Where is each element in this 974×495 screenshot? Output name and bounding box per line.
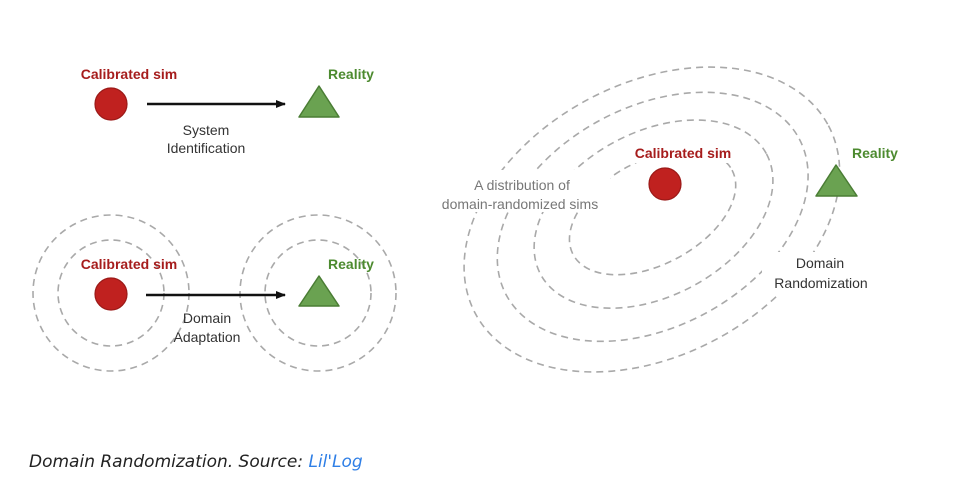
reality-label-background xyxy=(842,142,908,162)
calibrated-sim-label: Calibrated sim xyxy=(81,256,177,272)
sim-label-background xyxy=(622,143,746,163)
distribution-label-line2: domain-randomized sims xyxy=(442,196,598,212)
panel-domain-adaptation: Calibrated sim Reality Domain Adaptation xyxy=(32,214,397,372)
reality-triangle-icon xyxy=(298,275,340,307)
diagram-canvas: Calibrated sim Reality System Identifica… xyxy=(32,66,908,373)
method-label-line2: Randomization xyxy=(774,275,867,291)
panel-system-identification: Calibrated sim Reality System Identifica… xyxy=(81,66,374,156)
sim-inner-ring xyxy=(57,239,165,347)
distribution-label-line1: A distribution of xyxy=(474,177,570,193)
distribution-ring-3 xyxy=(496,91,809,343)
distribution-label-background xyxy=(440,170,610,212)
reality-label: Reality xyxy=(328,256,374,272)
caption-text: Domain Randomization. Source: xyxy=(29,452,309,472)
reality-label: Reality xyxy=(852,145,898,161)
arrow-label-line2: Adaptation xyxy=(174,329,241,345)
source-link[interactable]: Lil'Log xyxy=(308,452,363,472)
arrow-label-line1: Domain xyxy=(183,310,231,326)
reality-label: Reality xyxy=(328,66,374,82)
calibrated-sim-dot-icon xyxy=(94,277,128,311)
reality-outer-ring xyxy=(239,214,397,372)
calibrated-sim-dot-icon xyxy=(94,87,128,121)
reality-triangle-icon xyxy=(298,85,340,118)
arrow-label-line1: System xyxy=(183,122,230,138)
distribution-ring-1 xyxy=(568,149,737,276)
distribution-ring-2 xyxy=(533,119,774,310)
reality-triangle-icon xyxy=(815,164,858,197)
arrow-label-line2: Identification xyxy=(167,140,246,156)
calibrated-sim-label: Calibrated sim xyxy=(81,66,177,82)
panel-domain-randomization: A distribution of domain-randomized sims… xyxy=(440,66,908,373)
method-label-background xyxy=(762,252,884,294)
distribution-ring-4 xyxy=(463,66,841,373)
sim-outer-ring xyxy=(32,214,190,372)
reality-inner-ring xyxy=(264,239,372,347)
figure-caption: Domain Randomization. Source: Lil'Log xyxy=(29,452,363,472)
calibrated-sim-label: Calibrated sim xyxy=(635,145,731,161)
method-label-line1: Domain xyxy=(796,255,844,271)
calibrated-sim-dot-icon xyxy=(648,167,682,201)
